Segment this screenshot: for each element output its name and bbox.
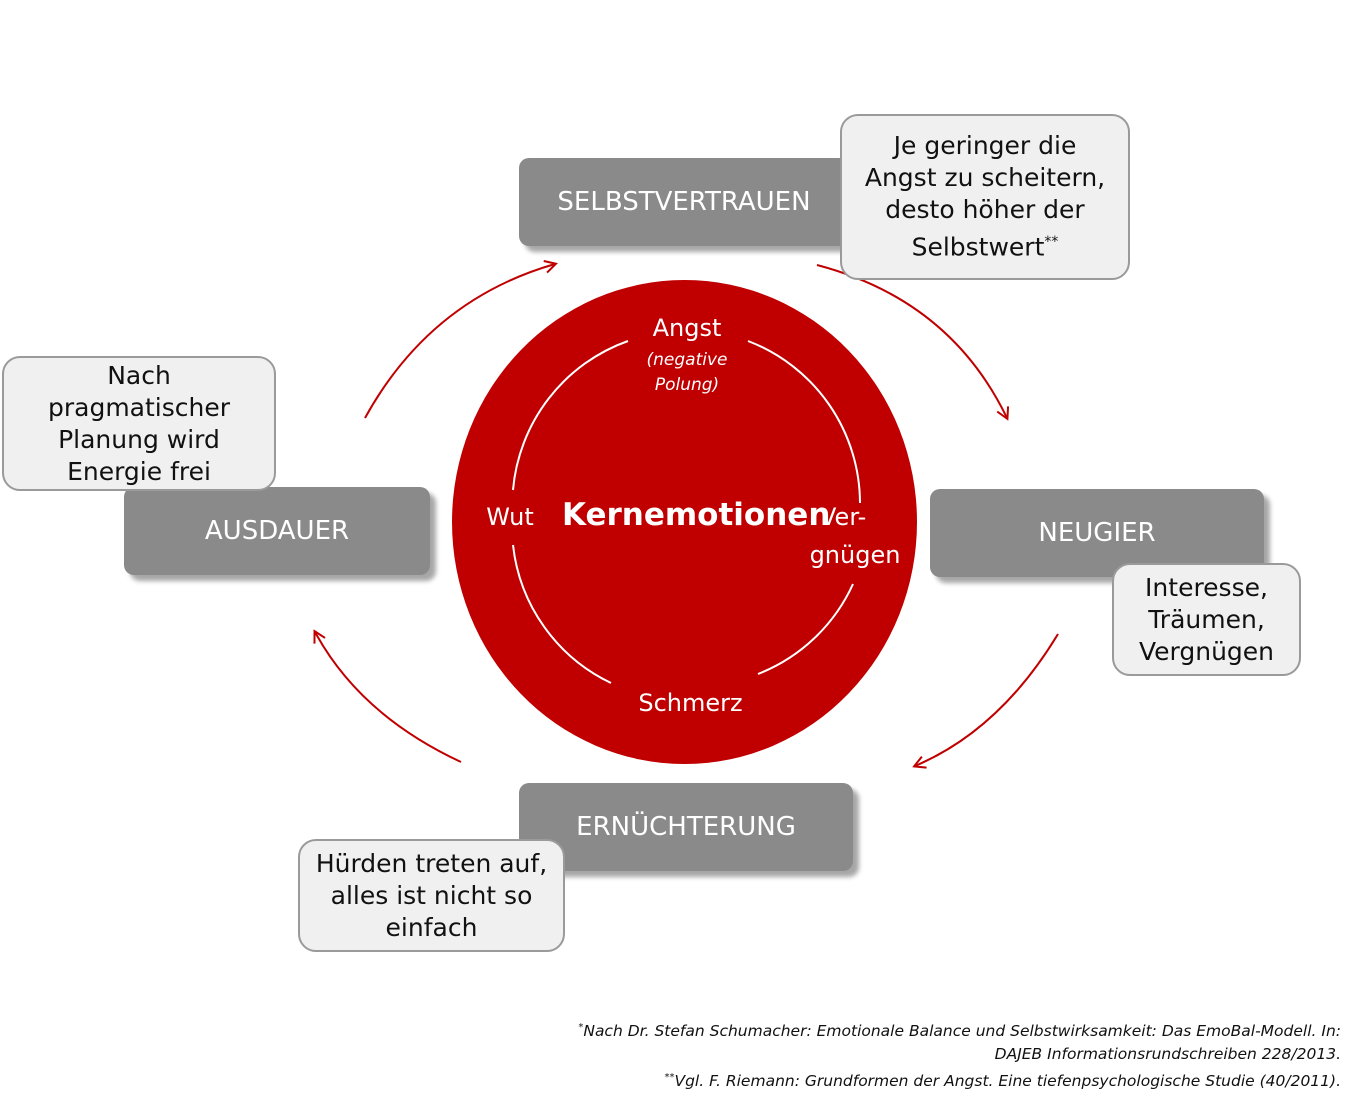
footnote-1-line1: *Nach Dr. Stefan Schumacher: Emotionale … xyxy=(578,1016,1341,1043)
note-energy-line2: pragmatischer xyxy=(47,392,231,422)
note-interest-line1: Interesse, xyxy=(1145,572,1268,602)
inner-ring-arc-top-right xyxy=(747,340,861,504)
note-interest-line2: Träumen, xyxy=(1148,604,1265,634)
note-self-esteem-line4-text: Selbstwert xyxy=(911,232,1045,262)
footnote-mark-2: ** xyxy=(664,1072,675,1084)
emotion-pleasure-line1: Ver- xyxy=(820,503,867,531)
core-emotions-title: Kernemotionen xyxy=(562,497,831,533)
emotion-fear: Angst xyxy=(652,314,722,342)
stage-curiosity-label: NEUGIER xyxy=(1038,518,1156,548)
emotion-pain: Schmerz xyxy=(638,689,743,717)
note-self-esteem: Je geringer die Angst zu scheitern, dest… xyxy=(840,114,1130,280)
note-energy: Nach pragmatischer Planung wird Energie … xyxy=(2,356,276,491)
note-energy-line4: Energie frei xyxy=(67,456,211,486)
inner-ring-arc-bottom-right xyxy=(757,583,854,675)
footnote-mark-1: * xyxy=(578,1022,584,1033)
core-emotions-circle xyxy=(452,280,917,764)
stage-self-confidence: SELBSTVERTRAUEN xyxy=(519,158,849,246)
note-hurdles-line1: Hürden treten auf, xyxy=(315,848,548,878)
footnote-1-text: Nach Dr. Stefan Schumacher: Emotionale B… xyxy=(583,1022,1341,1041)
footnotes: *Nach Dr. Stefan Schumacher: Emotionale … xyxy=(578,1016,1341,1093)
stage-disillusionment-label: ERNÜCHTERUNG xyxy=(576,812,796,842)
stage-curiosity: NEUGIER xyxy=(930,489,1264,577)
note-hurdles-line3: einfach xyxy=(385,912,478,942)
note-self-esteem-line4: Selbstwert** xyxy=(865,226,1105,263)
inner-ring-arc-top-left xyxy=(512,340,629,491)
note-self-esteem-line1: Je geringer die xyxy=(893,131,1077,161)
stage-self-confidence-label: SELBSTVERTRAUEN xyxy=(557,187,811,217)
arrow-bottom-to-left xyxy=(315,632,462,763)
arrow-right-to-bottom xyxy=(915,633,1059,766)
footnote-1-line2: DAJEB Informationsrundschreiben 228/2013… xyxy=(994,1045,1341,1064)
emotion-pleasure-line2: gnügen xyxy=(809,541,901,569)
stage-disillusionment: ERNÜCHTERUNG xyxy=(519,783,853,871)
note-self-esteem-line2: Angst zu scheitern, xyxy=(864,163,1106,193)
note-interest-line3: Vergnügen xyxy=(1138,636,1275,666)
emotion-fear-note-line1: (negative xyxy=(646,350,728,370)
stage-endurance-label: AUSDAUER xyxy=(204,516,350,546)
arrow-left-to-top xyxy=(364,264,555,419)
note-energy-line1: Nach xyxy=(107,360,171,390)
emotion-fear-note-line2: Polung) xyxy=(654,375,720,395)
stage-endurance: AUSDAUER xyxy=(124,487,430,575)
note-interest: Interesse, Träumen, Vergnügen xyxy=(1112,563,1301,676)
emotion-fear-note: (negative Polung) xyxy=(627,348,747,398)
footnote-2-text: Vgl. F. Riemann: Grundformen der Angst. … xyxy=(674,1072,1341,1091)
emotion-anger: Wut xyxy=(486,503,534,531)
inner-ring-arc-bottom-left xyxy=(512,544,612,684)
note-hurdles-line2: alles ist nicht so xyxy=(330,880,533,910)
note-energy-line3: Planung wird xyxy=(58,424,220,454)
footnote-2: **Vgl. F. Riemann: Grundformen der Angst… xyxy=(578,1066,1341,1093)
note-hurdles: Hürden treten auf, alles ist nicht so ei… xyxy=(298,839,565,952)
note-self-esteem-line3: desto höher der xyxy=(885,195,1085,225)
footnote-ref-2: ** xyxy=(1044,234,1059,251)
